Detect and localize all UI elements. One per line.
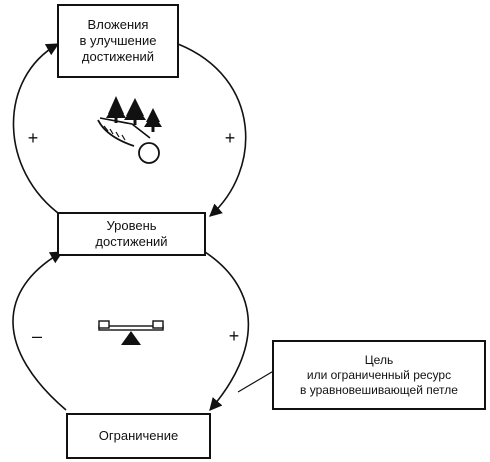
goal-callout-box: Цель или ограниченный ресурс в уравновеш… bbox=[272, 340, 486, 410]
investment-label-line-2: в улучшение bbox=[79, 33, 157, 48]
performance-box: Уровень достижений bbox=[57, 212, 206, 256]
performance-label-line-1: Уровень bbox=[106, 218, 157, 233]
snowball-rolling-downhill-icon bbox=[97, 96, 162, 164]
lower-right-polarity-sign: + bbox=[228, 326, 240, 346]
upper-right-polarity-sign: + bbox=[224, 128, 236, 148]
constraint-label: Ограничение bbox=[98, 428, 179, 443]
investment-box: Вложения в улучшение достижений bbox=[57, 4, 179, 78]
lower-right-arc bbox=[204, 251, 250, 411]
performance-label-line-2: достижений bbox=[95, 234, 168, 249]
upper-left-arc bbox=[12, 43, 63, 217]
balance-scale-icon bbox=[98, 320, 164, 345]
upper-left-polarity-sign: + bbox=[27, 128, 39, 148]
lower-left-arc bbox=[12, 251, 67, 411]
goal-label-line-2: или ограниченный ресурс bbox=[306, 367, 452, 382]
investment-label-line-3: достижений bbox=[81, 49, 155, 64]
goal-label-line-3: в уравновешивающей петле bbox=[300, 382, 458, 397]
goal-label-line-1: Цель bbox=[364, 352, 394, 367]
investment-label-line-1: Вложения bbox=[87, 17, 149, 32]
constraint-box: Ограничение bbox=[66, 413, 211, 459]
upper-right-arc bbox=[177, 43, 247, 217]
lower-left-polarity-sign: – bbox=[31, 326, 42, 346]
